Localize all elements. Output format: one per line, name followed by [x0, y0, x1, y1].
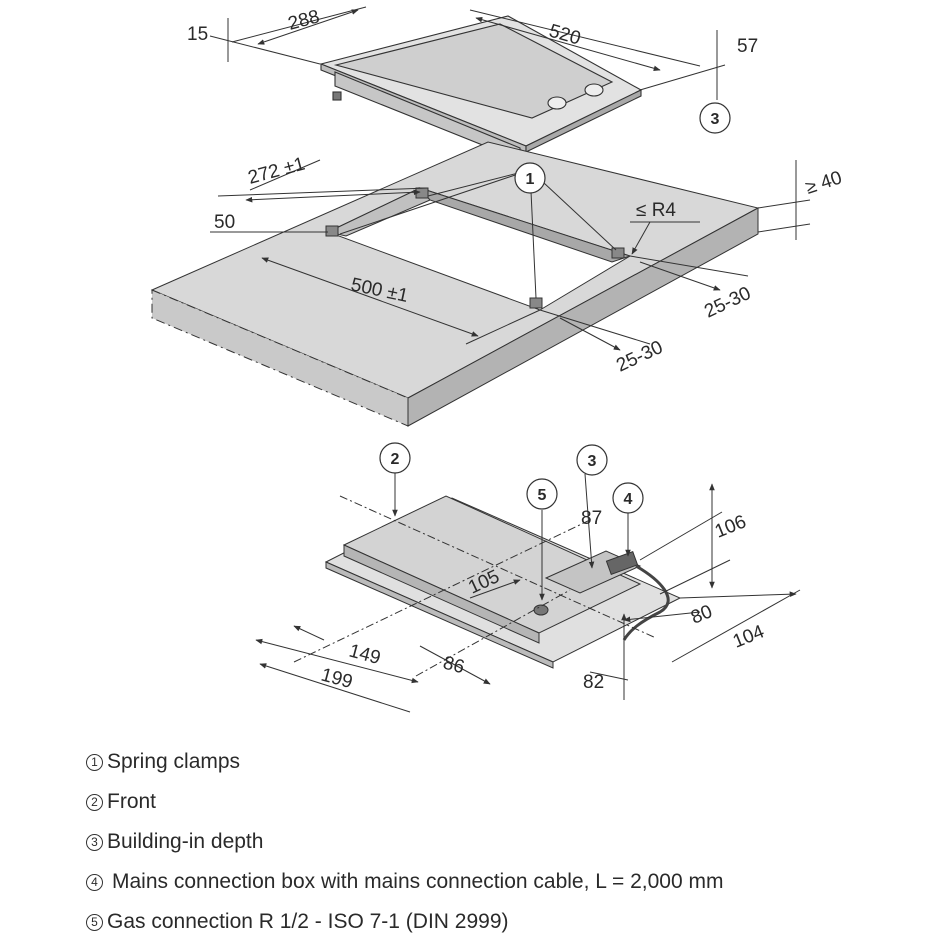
dim-top-288: 288 [286, 6, 322, 34]
spring-clamp-c [529, 297, 543, 309]
top-hob-right-side [525, 89, 642, 153]
callout-3-top: 3 [699, 102, 731, 134]
bottom-hob-dimension-lines [293, 495, 657, 677]
svg-text:2: 2 [391, 451, 400, 468]
bottom-hob-solid-dimension-lines [255, 472, 801, 713]
legend-marker: 2 [86, 793, 103, 811]
dim-87: 87 [581, 508, 602, 529]
bottom-hob-frame-edge [325, 561, 554, 669]
dim-25-30-right: 25-30 [701, 283, 754, 323]
mains-cable [622, 564, 670, 641]
legend-item-spring-clamps: 1 Spring clamps [86, 742, 906, 782]
callout-4: 4 [612, 482, 644, 514]
dim-50: 50 [214, 212, 235, 233]
svg-text:4: 4 [624, 491, 633, 508]
legend-marker: 4 [86, 873, 103, 891]
svg-text:5: 5 [538, 487, 547, 504]
foot [332, 91, 342, 101]
dim-82: 82 [583, 672, 604, 693]
dim-80: 80 [688, 601, 715, 628]
legend-marker: 5 [86, 913, 103, 931]
legend-marker: 3 [86, 833, 103, 851]
mains-connection-box [605, 550, 639, 576]
callout-5: 5 [526, 478, 558, 510]
callout-2: 2 [379, 442, 411, 474]
legend-text: Spring clamps [107, 750, 241, 773]
top-hob [319, 15, 643, 161]
spring-clamp-b [325, 225, 339, 237]
spring-clamp-d [611, 247, 625, 259]
callout-3-bottom: 3 [576, 444, 608, 476]
legend-item-building-in-depth: 3 Building-in depth [86, 822, 906, 862]
svg-text:1: 1 [526, 171, 535, 188]
legend-text: Gas connection R 1/2 - ISO 7-1 (DIN 2999… [107, 910, 509, 933]
top-hob-dimension-lines [209, 6, 726, 100]
svg-text:3: 3 [588, 453, 597, 470]
dim-272: 272 ±1 [246, 154, 307, 189]
dim-86: 86 [441, 653, 467, 679]
legend-item-gas-connection: 5 Gas connection R 1/2 - ISO 7-1 (DIN 29… [86, 902, 906, 942]
legend-marker: 1 [86, 753, 103, 771]
dim-r4: ≤ R4 [636, 200, 676, 221]
gas-connection [533, 604, 549, 616]
dim-40: ≥ 40 [803, 167, 845, 198]
worktop [150, 141, 760, 427]
dim-top-15: 15 [187, 24, 208, 45]
dim-25-30-front: 25-30 [613, 337, 666, 377]
bottom-hob-body-front [343, 544, 540, 644]
legend-item-front: 2 Front [86, 782, 906, 822]
installation-drawing: 15 288 520 57 3 [150, 6, 845, 713]
spring-clamp-a [415, 187, 429, 199]
legend: 1 Spring clamps 2 Front 3 Building-in de… [86, 742, 906, 942]
legend-item-mains-connection-box: 4 Mains connection box with mains connec… [86, 862, 906, 902]
bottom-hob [324, 495, 682, 669]
knob-left [547, 96, 567, 110]
callout-1: 1 [514, 162, 546, 194]
legend-text: Mains connection box with mains connecti… [112, 870, 724, 893]
dim-top-57: 57 [737, 36, 758, 57]
svg-text:3: 3 [711, 111, 720, 128]
legend-text: Front [107, 790, 157, 813]
worktop-dimension-lines [210, 159, 811, 351]
dim-199: 199 [319, 665, 355, 693]
knob-right [584, 83, 604, 97]
dim-106: 106 [712, 511, 749, 542]
legend-text: Building-in depth [107, 830, 264, 853]
